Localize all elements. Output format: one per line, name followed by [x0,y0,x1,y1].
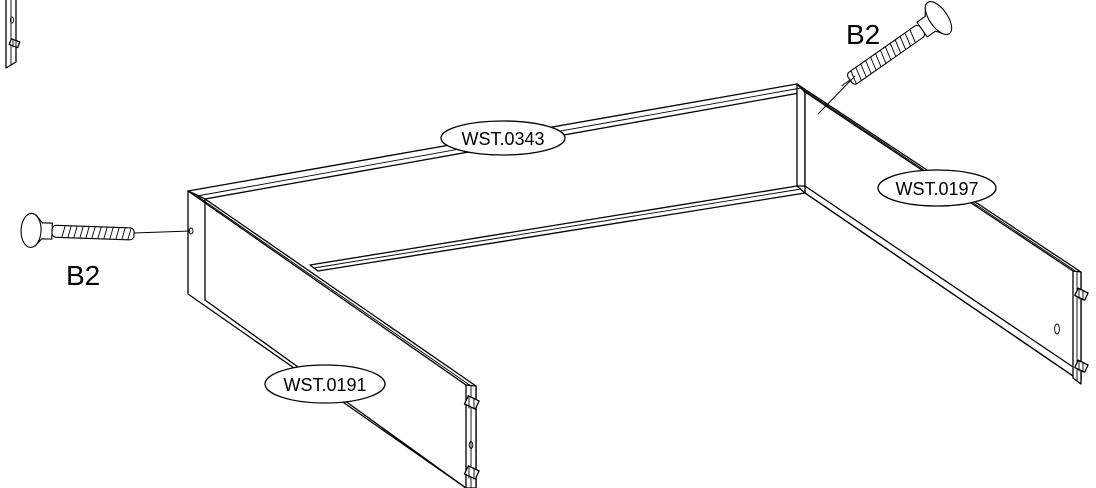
cam-bolt-left: B2 [20,212,191,291]
dowel-pin [1074,287,1089,301]
right-side-panel [796,83,1089,385]
fastener-code-left: B2 [66,260,100,291]
part-code-left-panel: WST.0191 [283,375,366,395]
back-panel-bottom-edge [309,185,806,272]
part-code-back-panel: WST.0343 [461,129,544,149]
part-label-right-panel: WST.0197 [877,169,997,207]
dowel-pin [8,38,21,49]
part-code-right-panel: WST.0197 [895,179,978,199]
dowel-pin [1074,359,1089,373]
part-label-left-panel: WST.0191 [264,364,386,404]
partial-panel-edge [5,0,21,69]
dowel-pin [463,465,480,480]
dowel-pin [463,395,480,410]
cam-bolt-top-right: B2 [817,1,953,115]
fastener-code-top-right: B2 [846,19,880,50]
left-side-panel [187,190,480,488]
part-label-back-panel: WST.0343 [440,120,566,156]
